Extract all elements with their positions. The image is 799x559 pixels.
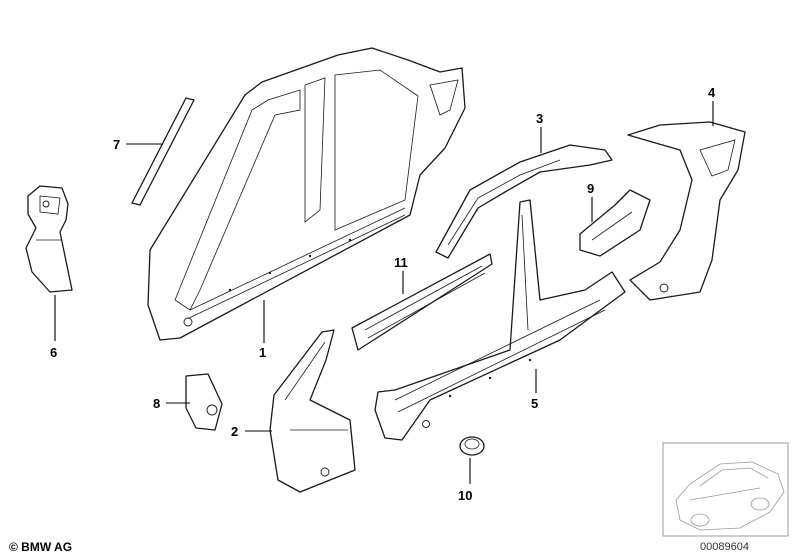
callout-labels: 1 2 3 4 5 6 7 8 9 10 11: [50, 85, 716, 503]
part-10-grommet[interactable]: [459, 436, 485, 456]
part-4-rear-panel[interactable]: [627, 121, 746, 301]
part-1-side-frame[interactable]: [147, 47, 466, 341]
callout-11: 11: [394, 255, 408, 270]
part-5-inner-side[interactable]: [374, 199, 626, 441]
car-overview-icon: [662, 442, 789, 537]
part-3-roof-rail[interactable]: [435, 144, 613, 259]
part-6-bracket[interactable]: [25, 185, 73, 293]
part-11-sill-strip[interactable]: [351, 253, 493, 351]
callout-6: 6: [50, 345, 57, 360]
callout-10: 10: [458, 488, 472, 503]
part-2-a-pillar[interactable]: [269, 329, 356, 493]
callout-5: 5: [531, 396, 538, 411]
part-8-reinforcement[interactable]: [185, 373, 223, 431]
callout-3: 3: [536, 111, 543, 126]
leader-lines: [54, 101, 714, 484]
callout-8: 8: [153, 396, 160, 411]
callout-1: 1: [259, 345, 266, 360]
copyright-text: © BMW AG: [9, 540, 73, 554]
callout-4: 4: [708, 85, 716, 100]
callout-7: 7: [113, 137, 120, 152]
part-9-panel[interactable]: [579, 189, 651, 257]
callout-2: 2: [231, 424, 238, 439]
part-7-seal-strip[interactable]: [131, 97, 195, 206]
document-number: 00089604: [700, 541, 749, 553]
callout-9: 9: [587, 181, 594, 196]
